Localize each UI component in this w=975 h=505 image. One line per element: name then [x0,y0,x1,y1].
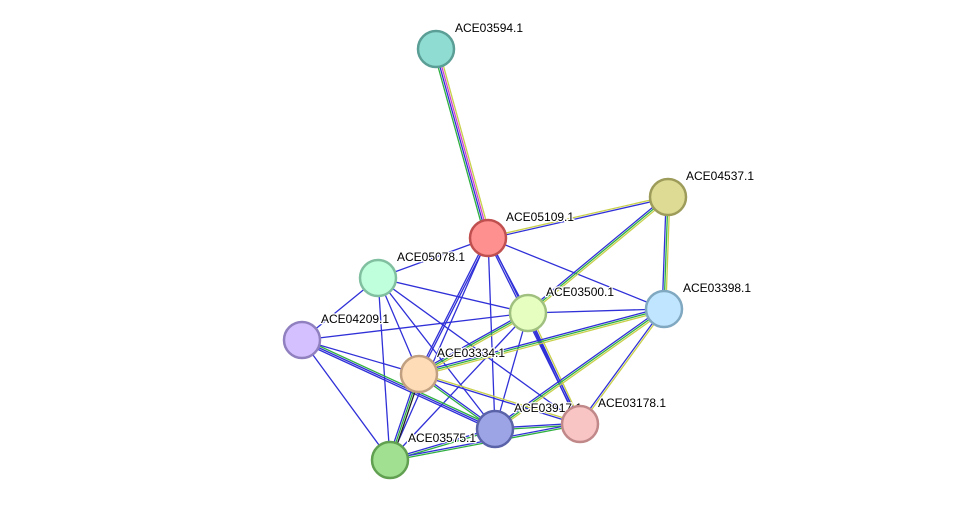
edge-line [418,308,665,375]
node-label: ACE05109.1 [506,210,574,224]
edge-line [495,309,666,431]
edge-line [494,308,665,430]
edge-n7-n9 [418,372,581,426]
edge-n2-n3 [377,237,489,279]
edge-n5-n7 [418,306,665,377]
edge-line [417,237,488,374]
node-label: ACE03575.1 [408,431,476,445]
edge-n4-n7 [417,310,530,377]
edge-line [529,311,583,424]
edge-line [418,306,664,373]
edge-n4-n6 [301,312,529,341]
edge-n4-n9 [525,311,583,426]
edge-line [377,277,529,314]
edge-line [528,197,670,315]
edge-n6-n8 [300,337,497,432]
node-ace03398[interactable]: ACE03398.1 [644,280,753,329]
edge-line [432,49,487,239]
edge-n3-n4 [377,277,529,314]
edge-line [437,48,492,238]
edge-line [377,277,496,430]
node-ace04537[interactable]: ACE04537.1 [648,168,756,217]
node-label: ACE03500.1 [546,285,614,299]
node-label: ACE04209.1 [321,312,389,326]
edge-n0-n2 [432,48,492,239]
edge-n1-n4 [526,195,670,315]
edge-line [527,196,669,314]
node-label: ACE03334.1 [437,346,505,360]
node-label: ACE05078.1 [397,250,465,264]
node-label: ACE03178.1 [598,396,666,410]
edge-line [419,372,581,424]
edge-n2-n10 [389,237,489,461]
edge-n4-n8 [494,312,529,430]
edge-n3-n10 [377,277,391,461]
node-ace05109[interactable]: ACE05109.1 [468,209,576,258]
edge-n6-n10 [301,339,391,461]
edge-line [301,339,496,430]
edge-line [389,312,529,461]
node-ace03178[interactable]: ACE03178.1 [560,395,668,444]
edge-line [580,309,666,425]
edge-line [487,195,668,238]
edge-line [389,237,489,461]
edge-line [436,48,490,238]
edge-line [377,277,581,425]
edge-n6-n7 [301,339,420,375]
edge-line [300,341,495,432]
edge-line [434,49,488,239]
edge-line [377,237,489,279]
edge-n3-n9 [377,277,581,425]
nodes-layer: ACE03594.1 ACE04537.1 ACE05109.1 ACE0507… [282,20,756,480]
edge-line [525,313,579,426]
node-ace04209[interactable]: ACE04209.1 [282,311,391,360]
edge-line [494,312,529,430]
edge-line [419,310,665,377]
edge-line [301,339,391,461]
node-label: ACE03398.1 [683,281,751,295]
edge-n4-n5 [527,308,665,314]
edge-line [377,277,391,461]
edge-n2-n1 [487,195,669,240]
node-label: ACE03594.1 [455,21,523,35]
edge-line [578,308,664,424]
node-ace03334[interactable]: ACE03334.1 [399,345,507,394]
edge-line [526,195,668,313]
node-ace03594[interactable]: ACE03594.1 [416,20,525,69]
edge-line [417,310,528,373]
edge-line [301,339,420,375]
edge-n3-n8 [377,277,496,430]
node-ace05078[interactable]: ACE05078.1 [358,249,467,298]
edge-line [301,312,529,341]
node-ace03500[interactable]: ACE03500.1 [508,284,616,333]
edge-line [302,337,497,428]
edge-line [418,312,529,375]
edge-line [488,197,669,240]
edge-line [527,312,581,425]
edge-n4-n10 [389,312,529,461]
edge-line [527,308,665,314]
edge-n5-n9 [578,308,666,425]
node-label: ACE04537.1 [686,169,754,183]
edge-line [419,314,530,377]
node-ace03575[interactable]: ACE03575.1 [370,430,478,480]
edge-line [418,374,580,426]
